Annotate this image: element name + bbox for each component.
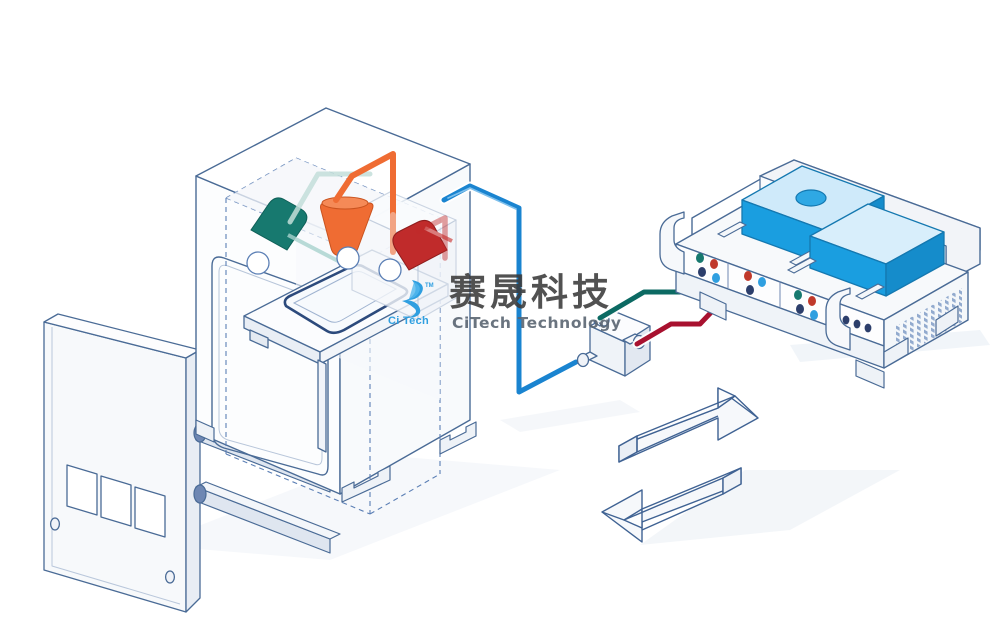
probe-orange <box>320 196 374 270</box>
panel-screw-hole <box>164 570 176 584</box>
watermark-english-text: CiTech Technology <box>452 314 622 332</box>
flow-arrow-left <box>601 467 742 543</box>
chamber-feet <box>195 419 477 503</box>
mounting-panel <box>43 313 201 613</box>
panel-screw-hole <box>49 517 61 531</box>
chamber-door-opening <box>211 256 329 476</box>
citech-logo-mark <box>402 280 423 318</box>
instrument-handle <box>659 211 851 351</box>
instrument-feet <box>699 291 959 389</box>
trademark-symbol: TM <box>425 283 434 289</box>
probe-teal <box>246 197 341 275</box>
tube-red <box>416 215 448 261</box>
bidirectional-flow-arrows <box>601 387 759 543</box>
module-tabs <box>786 257 886 300</box>
probe-red <box>378 220 453 282</box>
module-dial <box>795 189 827 207</box>
connector-jacks <box>696 253 872 333</box>
environmental-test-chamber <box>195 107 477 515</box>
tube-orange <box>333 151 396 218</box>
citech-logo-label: Ci Tech <box>388 315 430 327</box>
vent-grid <box>896 288 962 360</box>
flow-arrow-right <box>618 387 759 463</box>
cable-blue <box>439 181 581 397</box>
panel-cutouts <box>66 464 166 538</box>
plugin-module-2 <box>809 203 945 297</box>
watermark-chinese-text: 赛晟科技 <box>449 271 613 314</box>
measurement-instrument <box>659 159 981 389</box>
